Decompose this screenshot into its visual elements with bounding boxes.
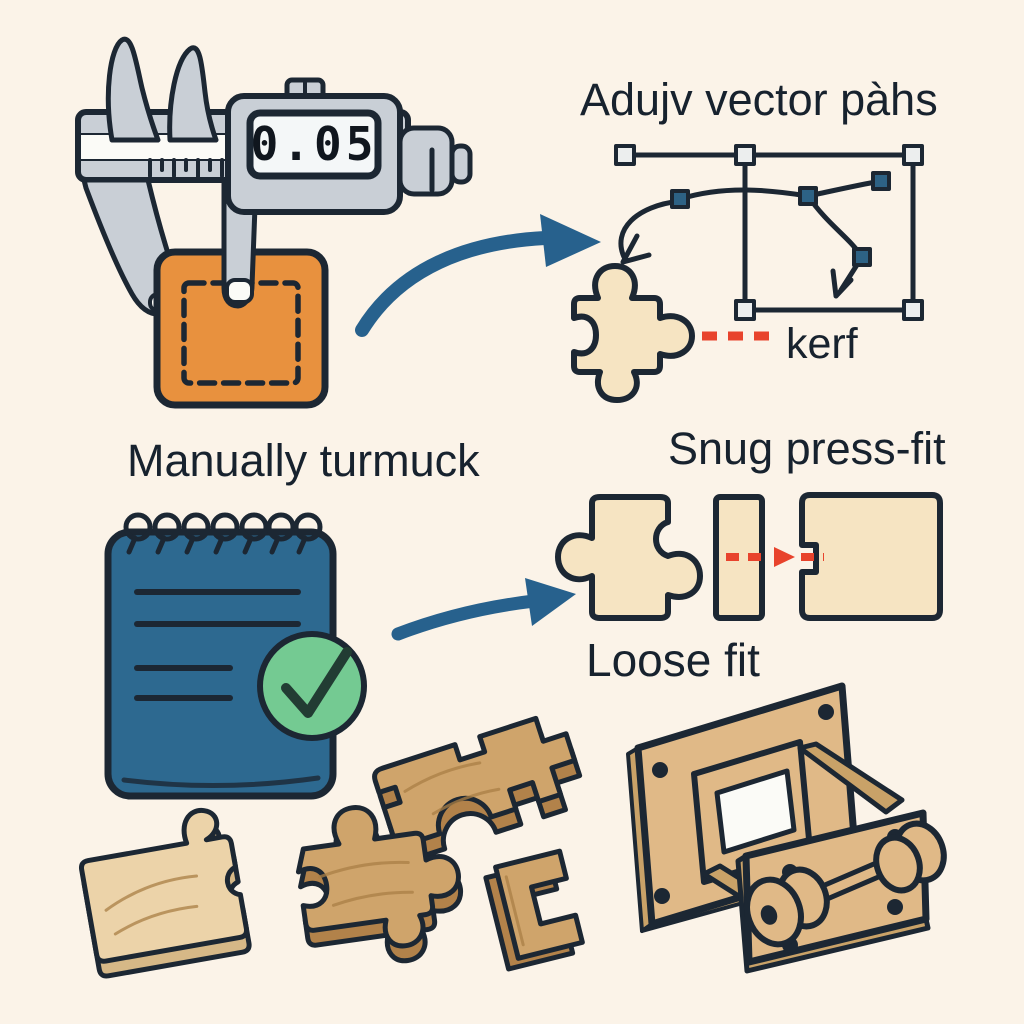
- press-fit-diagram: [555, 492, 943, 621]
- arrow-measure-to-vector-icon: [355, 214, 601, 337]
- caliper-thumb-roller: [397, 125, 455, 197]
- wood-puzzle-piece-top: [372, 715, 583, 863]
- caliper-upper-jaw: [105, 36, 161, 143]
- wood-jig-assembly: [626, 682, 947, 974]
- caption-kerf: kerf: [786, 320, 858, 368]
- fit-arrow-icon: [726, 547, 824, 567]
- display-screen: [246, 109, 382, 180]
- fit-puzzle-piece-icon: [555, 494, 703, 621]
- control-points: [670, 171, 891, 267]
- wood-bracket-piece: [483, 848, 585, 972]
- caliper-icon: 0.05: [75, 36, 473, 409]
- fit-board-with-slot: [799, 492, 943, 621]
- anchor-handles: [614, 144, 924, 321]
- caption-manually-tune: Manually turmuck: [127, 435, 480, 486]
- display-value: 0.05: [251, 117, 378, 171]
- notepad-lines: [134, 589, 301, 701]
- caption-adjust-vector-paths: Adujv vector pàhs: [580, 74, 938, 125]
- path-frame: [622, 152, 916, 313]
- caliper-ruler-ticks: [148, 158, 236, 180]
- checkmark: [281, 647, 352, 718]
- caption-snug-press-fit: Snug press-fit: [668, 423, 946, 474]
- bezier-curves: [618, 178, 884, 293]
- caliper-upper-jaw-2: [167, 45, 219, 143]
- wood-puzzle-piece-middle: [295, 805, 463, 964]
- caption-loose-fit: Loose fit: [586, 634, 760, 686]
- spiral-rings: [123, 512, 323, 555]
- caliper-inner-jaw-tip: [225, 278, 254, 304]
- vector-path-editor: [614, 144, 924, 321]
- kerf-callout: [571, 263, 770, 403]
- path-arrowheads: [620, 233, 854, 299]
- wood-puzzle-piece-left: [78, 808, 252, 979]
- arrow-notepad-to-fit-icon: [391, 578, 576, 641]
- notepad-checked-icon: [104, 512, 367, 800]
- puzzle-piece-icon: [571, 263, 695, 403]
